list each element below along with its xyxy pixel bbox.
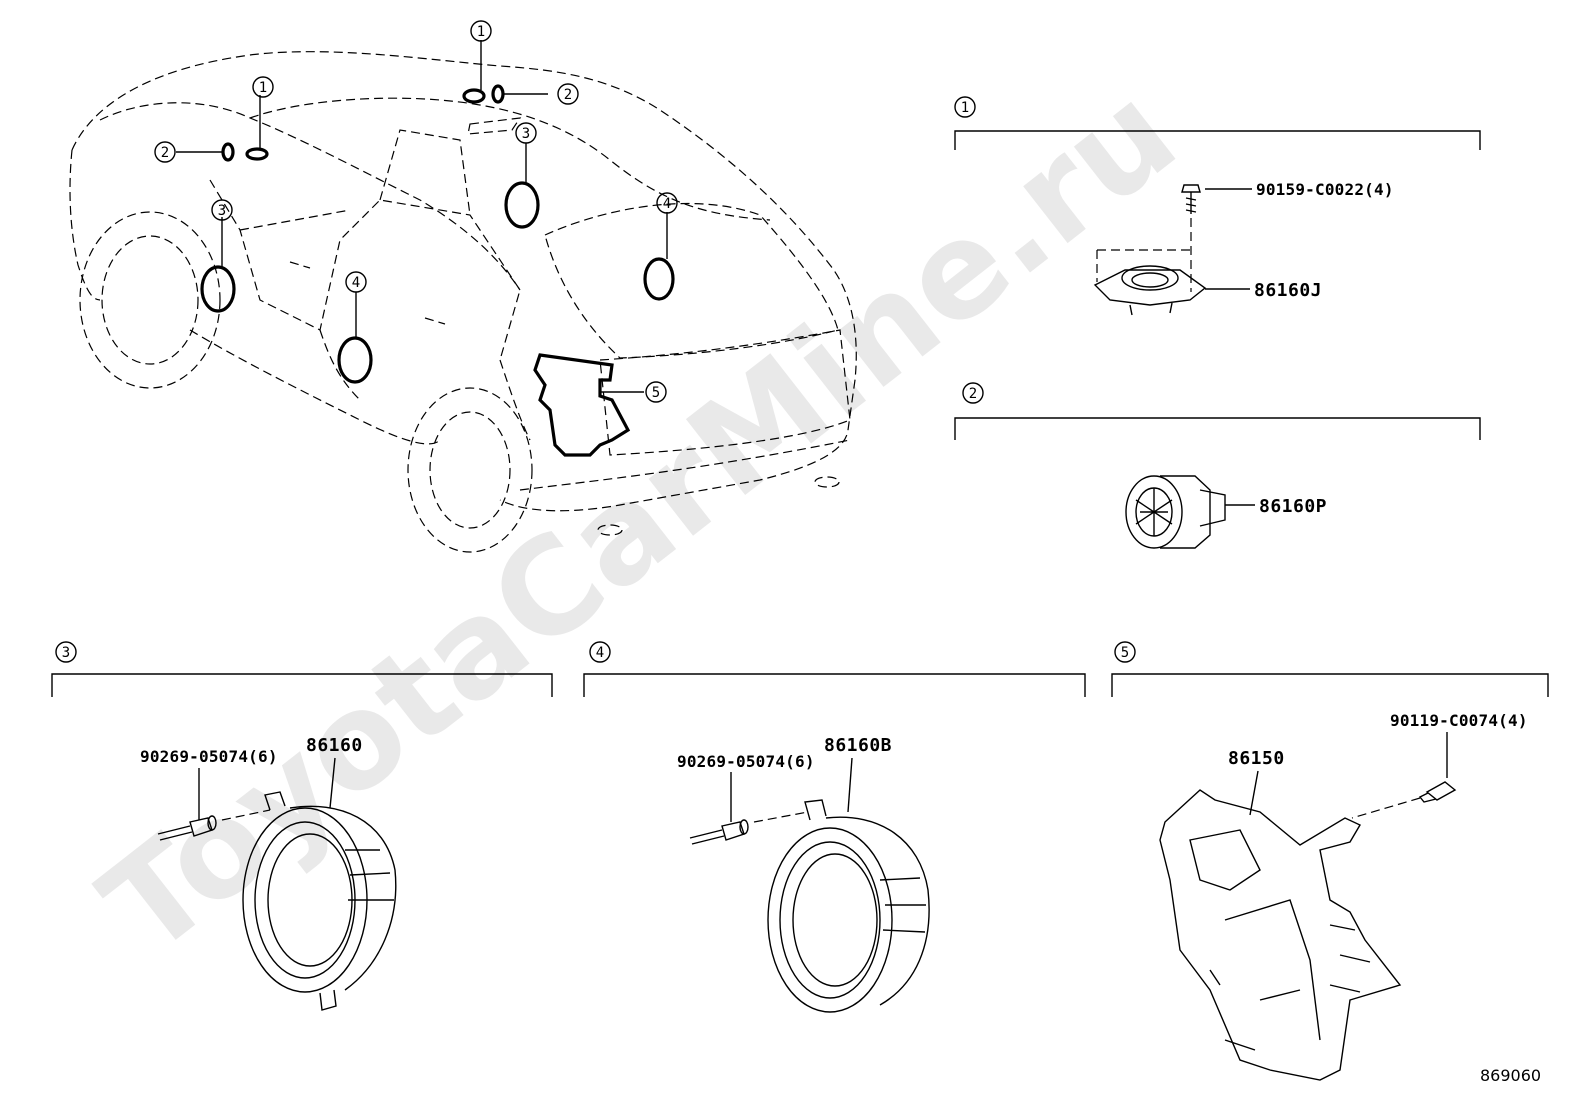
vehicle-callout-4-right: 4	[656, 192, 678, 214]
bolt-icon	[1418, 781, 1457, 803]
rivet-icon	[689, 819, 749, 845]
group-4-bracket-line	[583, 673, 1086, 697]
vehicle-callout-4-left: 4	[345, 271, 367, 293]
part-number-86160: 86160	[306, 735, 363, 756]
group-1-bracket-line	[954, 130, 1481, 150]
svg-text:3: 3	[522, 126, 530, 142]
vehicle-speaker-4-right	[643, 257, 675, 301]
svg-text:1: 1	[961, 100, 969, 116]
group-3-front-door-speaker: 3 90269-05074(6) 86160	[51, 641, 553, 1011]
group-1-tweeter-bracket: 1 90159-C0022(4) 86160J	[954, 96, 1481, 316]
group-1-label: 1	[954, 96, 976, 118]
vehicle-amplifier-5	[533, 353, 631, 457]
group-3-label: 3	[55, 641, 77, 663]
group-5-label: 5	[1114, 641, 1136, 663]
vehicle-speaker-3-rear	[504, 181, 540, 229]
svg-text:5: 5	[1121, 645, 1129, 661]
part-number-86160B: 86160B	[824, 735, 892, 756]
group-4-rear-door-speaker: 4 90269-05074(6) 86160B	[583, 641, 1086, 1013]
vehicle-callout-1-rear: 1	[470, 20, 492, 42]
watermark-text: ToyotaCarMine.ru	[75, 56, 1204, 985]
rivet-icon	[157, 815, 217, 841]
door-speaker-icon	[767, 799, 930, 1013]
vehicle-speaker-3-front	[200, 265, 236, 313]
svg-text:2: 2	[161, 145, 169, 161]
tweeter-mount-icon	[1093, 249, 1207, 316]
vehicle-callout-1-front: 1	[252, 76, 274, 98]
svg-text:4: 4	[596, 645, 604, 661]
svg-text:4: 4	[663, 196, 671, 212]
part-number-90269-05074-front: 90269-05074(6)	[140, 747, 278, 766]
group-2-label: 2	[962, 382, 984, 404]
vehicle-speaker-1-front	[245, 147, 269, 161]
group-2-bracket-line	[954, 417, 1481, 440]
figure-number: 869060	[1480, 1066, 1541, 1085]
group-5-amplifier: 5 90119-C0074(4) 86150	[1111, 641, 1549, 1081]
screw-icon	[1181, 184, 1201, 214]
vehicle-callout-2-rear: 2	[557, 83, 579, 105]
svg-text:3: 3	[62, 645, 70, 661]
svg-text:2: 2	[564, 87, 572, 103]
part-number-90269-05074-rear: 90269-05074(6)	[677, 752, 815, 771]
svg-text:1: 1	[477, 24, 485, 40]
part-number-90119-C0074: 90119-C0074(4)	[1390, 711, 1528, 730]
group-4-label: 4	[589, 641, 611, 663]
amplifier-icon	[1159, 789, 1402, 1081]
vehicle-callout-5: 5	[645, 381, 667, 403]
vehicle-speaker-1-rear	[462, 88, 486, 104]
vehicle-speaker-2-front	[221, 142, 235, 162]
vehicle-speaker-4-left	[337, 336, 373, 384]
svg-text:4: 4	[352, 275, 360, 291]
vehicle-speaker-2-rear	[491, 84, 505, 104]
svg-text:3: 3	[218, 203, 226, 219]
svg-text:5: 5	[652, 385, 660, 401]
door-speaker-icon	[242, 791, 397, 1011]
part-number-86150: 86150	[1228, 748, 1285, 769]
vehicle-callout-3-rear: 3	[515, 122, 537, 144]
group-3-bracket-line	[51, 673, 553, 697]
part-number-86160P: 86160P	[1259, 496, 1327, 517]
vehicle-callout-3-front: 3	[211, 199, 233, 221]
group-2-tweeter: 2 86160P	[954, 382, 1481, 549]
vehicle-illustration	[69, 40, 857, 553]
svg-text:1: 1	[259, 80, 267, 96]
part-number-90159-C0022: 90159-C0022(4)	[1256, 180, 1394, 199]
svg-text:2: 2	[969, 386, 977, 402]
vehicle-callout-2-front: 2	[154, 141, 176, 163]
group-5-bracket-line	[1111, 673, 1549, 697]
tweeter-icon	[1125, 475, 1226, 549]
part-number-86160J: 86160J	[1254, 280, 1322, 301]
